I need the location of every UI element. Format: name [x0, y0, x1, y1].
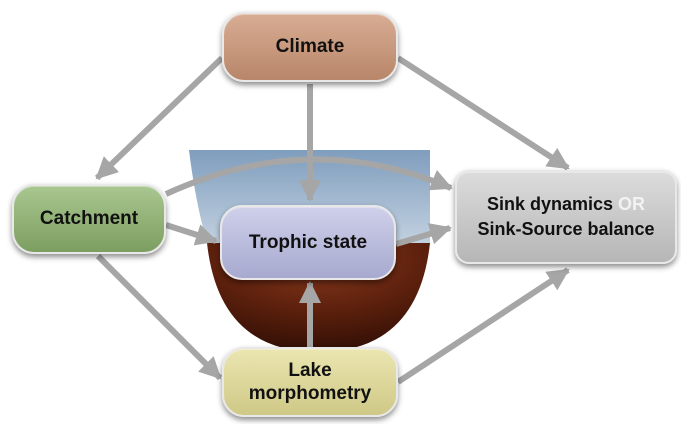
- arrow-climate-to-catchment: [94, 55, 225, 181]
- arrow-catchment-to-lake-morphometry: [95, 253, 223, 381]
- node-sink-line2: Sink-Source balance: [477, 219, 655, 239]
- node-lake-morphometry-line1: Lake: [288, 360, 332, 381]
- arrows: [94, 55, 570, 385]
- node-sink: Sink dynamics OR Sink-Source balance: [455, 170, 677, 264]
- node-sink-or: OR: [618, 194, 646, 214]
- node-lake-morphometry: Lake morphometry: [222, 347, 398, 417]
- node-sink-text-a: Sink dynamics: [486, 194, 619, 214]
- node-trophic-state: Trophic state: [220, 205, 396, 280]
- node-trophic-state-label: Trophic state: [248, 231, 368, 253]
- arrow-catchment-to-sink: [164, 156, 453, 197]
- arrow-trophic-state-to-sink: [395, 223, 452, 247]
- node-catchment-label: Catchment: [39, 208, 139, 229]
- node-climate: Climate: [222, 12, 398, 82]
- node-climate-label: Climate: [275, 36, 345, 57]
- arrow-climate-to-sink: [396, 55, 570, 171]
- arrow-catchment-to-trophic-state: [165, 222, 218, 246]
- node-sink-line1: Sink dynamics OR: [487, 192, 645, 217]
- arrow-lake-morphometry-to-sink: [396, 267, 570, 385]
- node-catchment: Catchment: [12, 184, 166, 254]
- node-lake-morphometry-line2: morphometry: [248, 383, 372, 404]
